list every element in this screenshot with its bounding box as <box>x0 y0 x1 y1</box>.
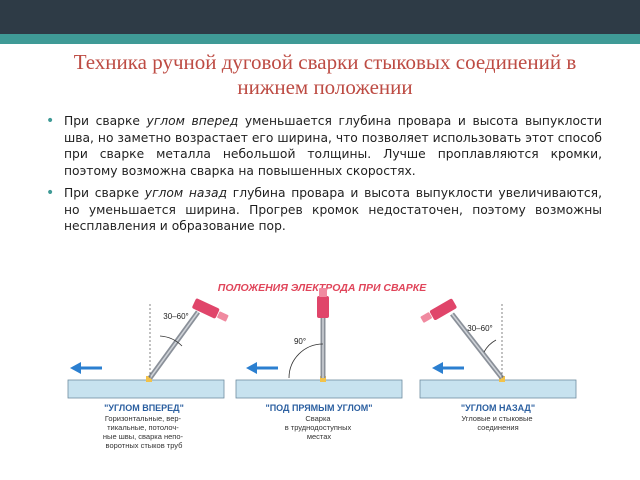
panel-caption: Угловые и стыковые соединения <box>461 414 534 432</box>
angle-label: 30–60° <box>467 324 492 333</box>
panel-label: "УГЛОМ ВПЕРЕД" <box>104 403 184 413</box>
electrode-positions-figure: ПОЛОЖЕНИЯ ЭЛЕКТРОДА ПРИ СВАРКЕ 30–60° "У… <box>64 274 580 462</box>
bullet-text-end: уменьшается глубина провара и высота вып… <box>64 114 602 179</box>
weld-seam <box>499 376 505 382</box>
metal-plate <box>67 379 225 399</box>
bullet-emphasis: углом назад <box>144 185 228 200</box>
weld-seam <box>320 376 326 382</box>
angle-arc <box>159 335 183 347</box>
slide-title: Техника ручной дуговой сварки стыковых с… <box>73 50 577 99</box>
metal-plate <box>235 379 403 399</box>
angle-arc <box>483 339 497 353</box>
weld-seam <box>146 376 152 382</box>
bullet-text-start: При сварке <box>64 114 147 128</box>
bullet-item: При сварке углом назад глубина провара и… <box>46 185 602 235</box>
panel-label: "УГЛОМ НАЗАД" <box>461 403 535 413</box>
angle-label: 90° <box>294 337 306 346</box>
panel-right-angle: 90° "ПОД ПРЯМЫМ УГЛОМ" Сварка в труднодо… <box>235 288 403 441</box>
bullet-text-end: глубина провара и высота выпуклости увел… <box>64 185 602 234</box>
bullet-list: При сварке углом вперед уменьшается глуб… <box>46 113 602 240</box>
panel-label: "ПОД ПРЯМЫМ УГЛОМ" <box>265 403 372 413</box>
panel-backward-angle: 30–60° "УГЛОМ НАЗАД" Угловые и стыковые … <box>419 298 577 432</box>
slide-accent-bar <box>0 34 640 44</box>
angle-arc <box>288 343 324 379</box>
angle-label: 30–60° <box>163 312 188 321</box>
panel-caption: Горизонтальные, вер- тикальные, потолоч-… <box>103 414 185 450</box>
electrode-holder <box>429 298 457 320</box>
slide-header-bar <box>0 0 640 34</box>
electrode-holder <box>317 296 329 318</box>
bullet-text-start: При сварке <box>64 185 145 200</box>
panel-forward-angle: 30–60° "УГЛОМ ВПЕРЕД" Горизонтальные, ве… <box>67 298 229 450</box>
electrode-holder <box>192 298 220 319</box>
panel-caption: Сварка в труднодоступных местах <box>285 414 354 441</box>
bullet-emphasis: углом вперед <box>146 114 239 128</box>
metal-plate <box>419 379 577 399</box>
bullet-item: При сварке углом вперед уменьшается глуб… <box>46 113 602 180</box>
